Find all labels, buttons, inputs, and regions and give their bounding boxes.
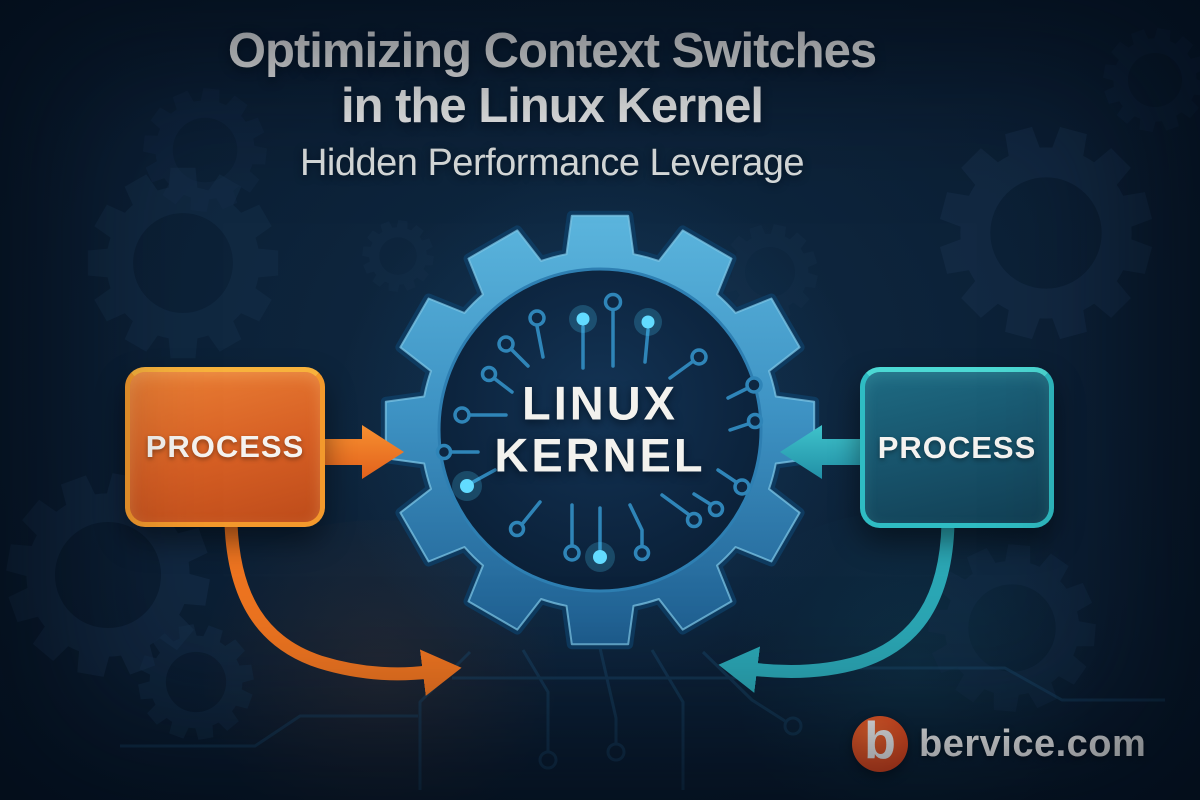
glow-node-dots: [452, 305, 662, 572]
page-subtitle: Hidden Performance Leverage: [299, 141, 805, 184]
brand-logo-letter: b: [864, 711, 896, 770]
process-box-right: PROCESS: [860, 367, 1054, 528]
background-gear-icon: [87, 167, 279, 359]
left-curved-arrow-icon: [224, 517, 462, 696]
right-curved-arrow-icon: [718, 517, 955, 693]
background-gear-silhouettes: [6, 28, 1200, 740]
kernel-label: LINUX KERNEL: [494, 377, 705, 480]
background-gear-icon: [722, 224, 818, 320]
background-circuit-traces: [120, 647, 1165, 790]
background-gear-icon: [1103, 28, 1200, 132]
kernel-label-line-2: KERNEL: [494, 428, 706, 481]
brand-logo-icon: b: [852, 711, 908, 772]
kernel-gear-icon: [380, 210, 820, 650]
page-title: Optimizing Context Switches in the Linux…: [0, 24, 1152, 134]
background-gear-icon: [138, 624, 254, 740]
process-box-left: PROCESS: [125, 367, 325, 527]
background-gear-icon: [362, 220, 434, 292]
left-process-arrow-icon: [322, 425, 404, 479]
kernel-label-line-1: LINUX: [521, 376, 678, 430]
header: Optimizing Context Switches in the Linux…: [0, 24, 1152, 185]
brand-logo: b bervice.com: [852, 711, 1147, 772]
right-process-arrow-icon: [780, 425, 864, 479]
process-left-label: PROCESS: [145, 429, 305, 464]
background-gear-icon: [928, 544, 1096, 712]
title-line-2: in the Linux Kernel: [340, 78, 764, 133]
title-line-1: Optimizing Context Switches: [227, 24, 877, 78]
background-gear-icon: [939, 126, 1153, 340]
circuit-pattern: [435, 292, 764, 562]
brand-site-name: bervice.com: [919, 722, 1147, 765]
process-right-label: PROCESS: [877, 429, 1037, 465]
background-gear-icon: [143, 88, 267, 212]
